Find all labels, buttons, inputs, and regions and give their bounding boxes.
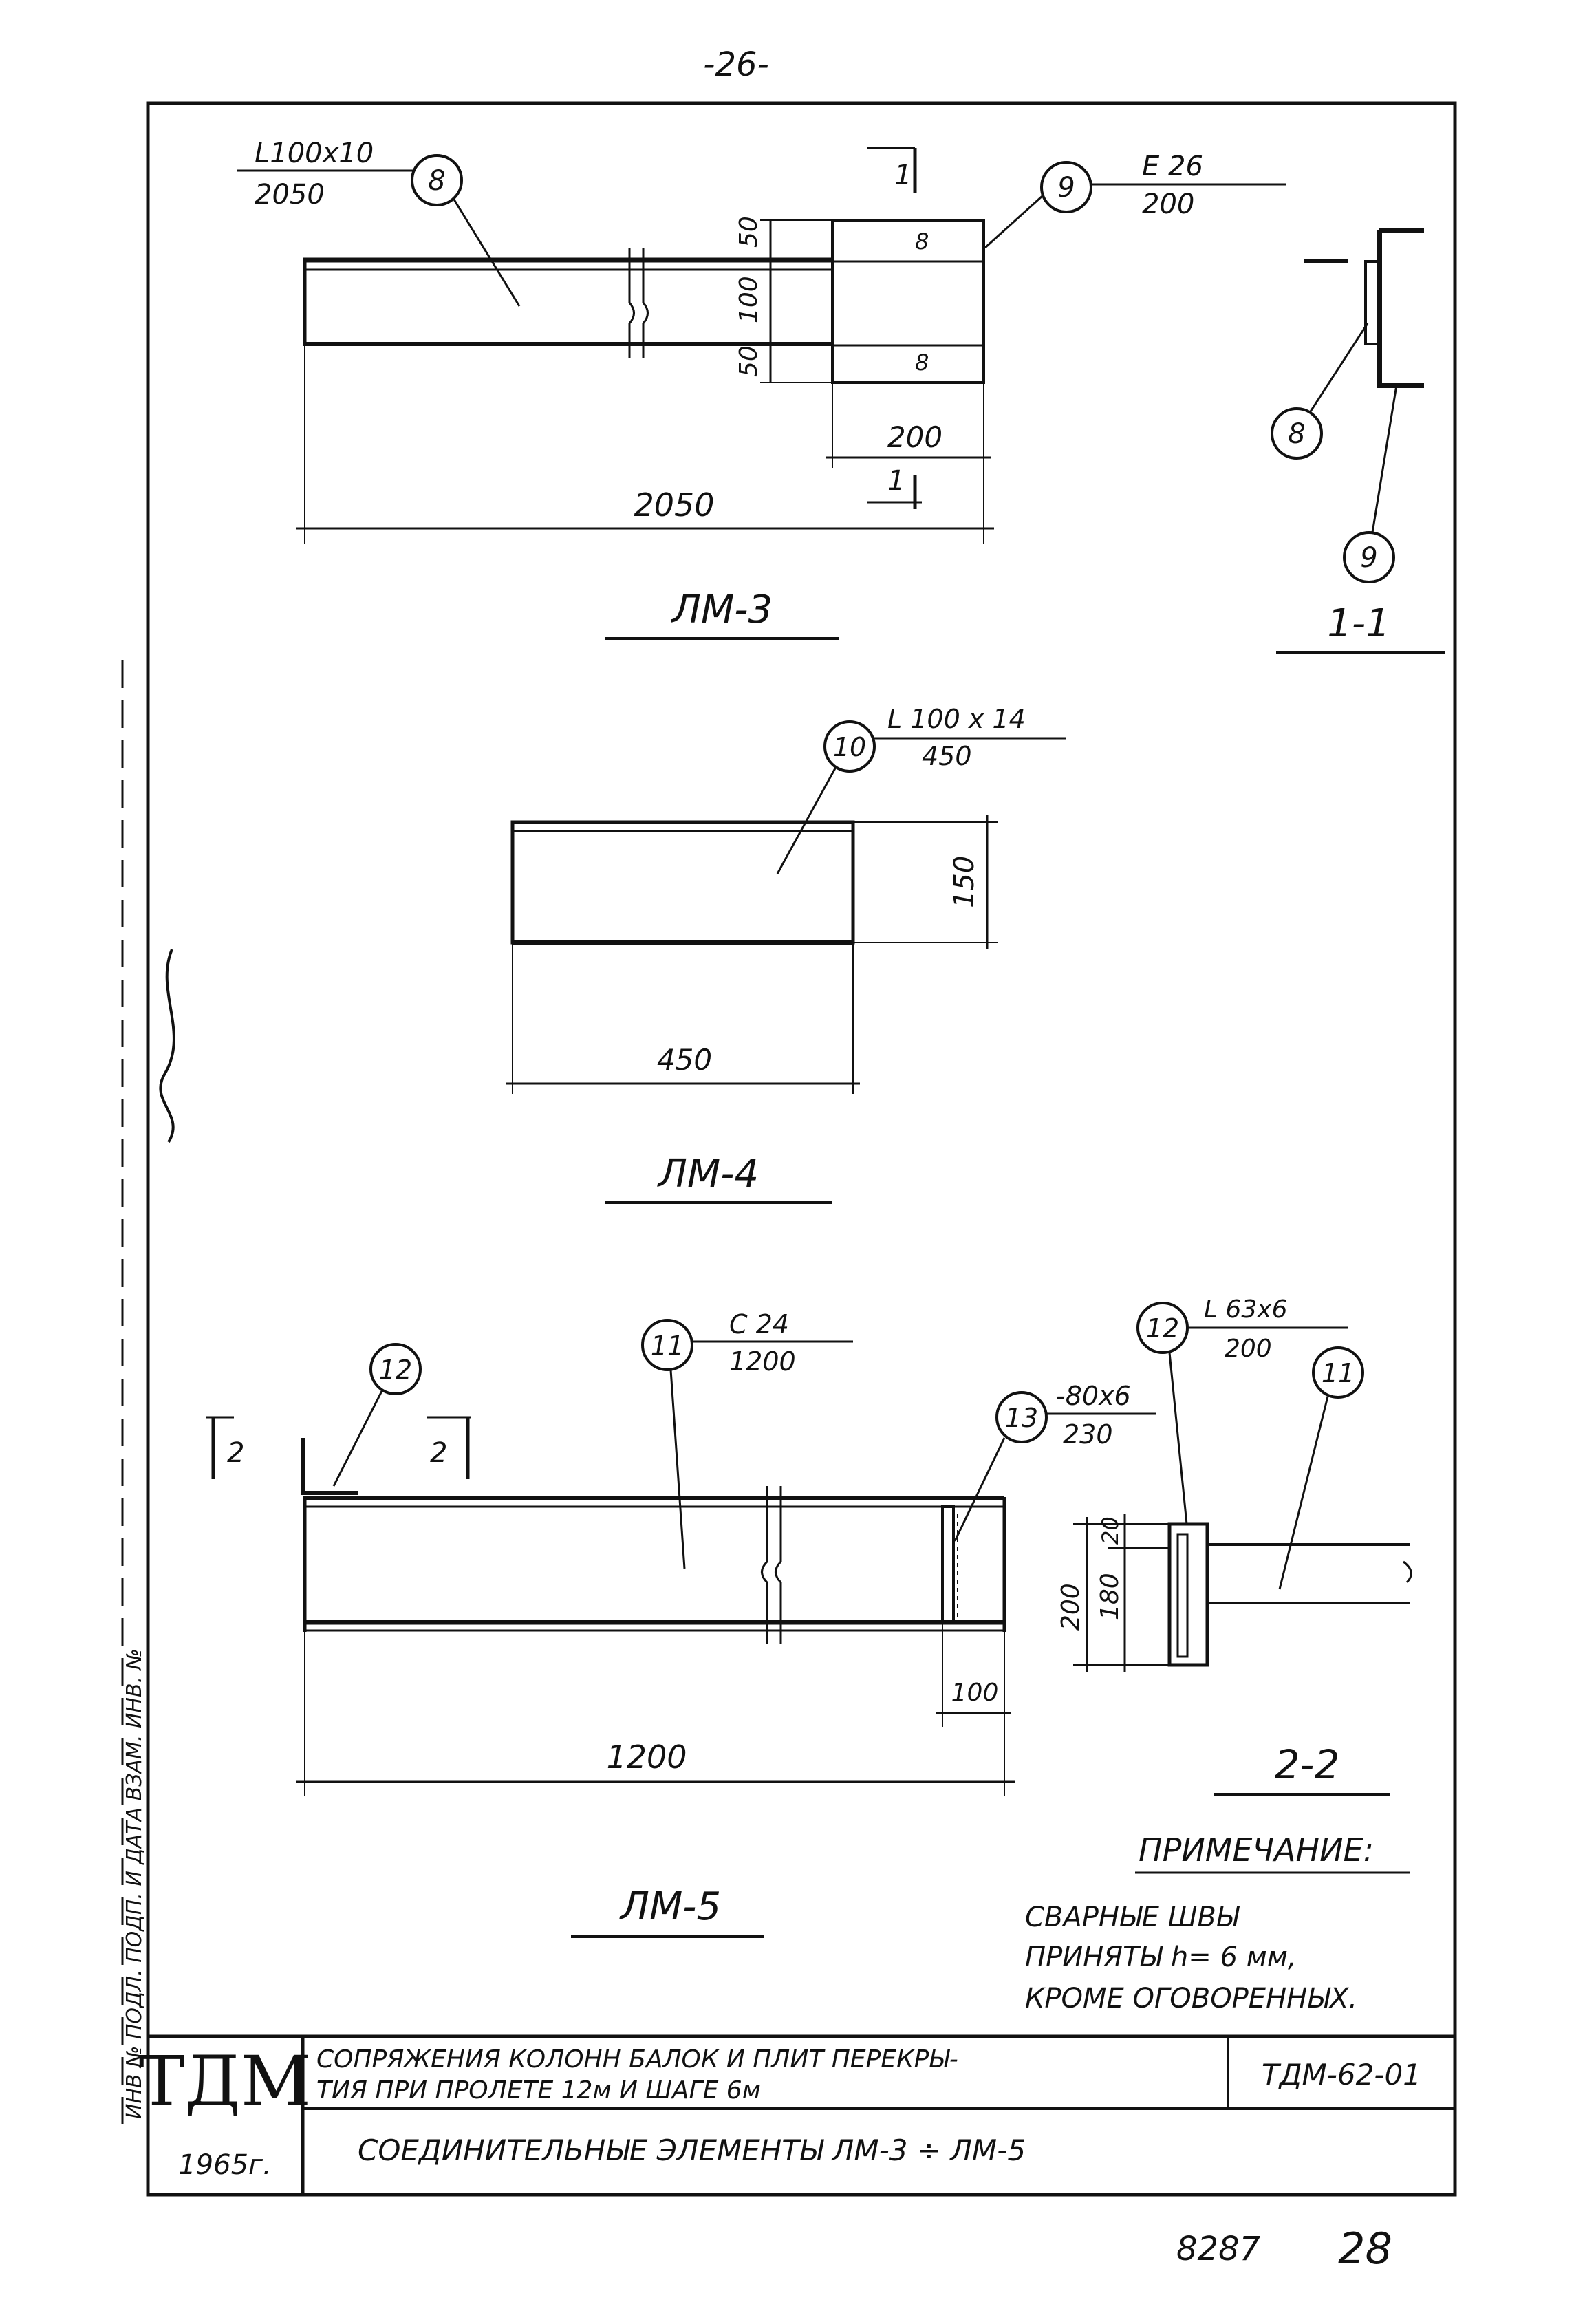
sec11-mark-8-circle — [1271, 407, 1323, 460]
sec22-dim-200: 200 — [1057, 1583, 1085, 1631]
lm4-title: ЛМ-4 — [657, 1152, 759, 1196]
lm5-mark-11-circle — [641, 1319, 693, 1371]
lm5-mark-13-circle — [995, 1391, 1048, 1443]
title-subtitle: СОЕДИНИТЕЛЬНЫЕ ЭЛЕМЕНТЫ ЛМ-3 ÷ ЛМ-5 — [358, 2133, 1026, 2167]
lm5-title: ЛМ-5 — [619, 1884, 721, 1929]
margin-text: ИНВ № ПОДЛ. ПОДП. И ДАТА ВЗАМ. ИНВ. № — [122, 1648, 147, 2119]
lm5-plate-spec: -80x6 — [1056, 1381, 1131, 1411]
lm3-channel-spec: E 26 — [1142, 151, 1203, 182]
lm4-drawing: 10 L 100 x 14 450 150 450 ЛМ-4 — [506, 704, 1066, 1204]
lm3-title: ЛМ-3 — [671, 588, 773, 632]
sec22-angle-spec: L 63x6 — [1204, 1295, 1288, 1324]
lm3-weld-8a: 8 — [915, 228, 929, 255]
sec22-angle-len: 200 — [1225, 1335, 1272, 1363]
lm5-cut-label-left: 2 — [227, 1437, 244, 1469]
lm3-angle-spec: L100x10 — [255, 138, 374, 169]
lm4-dim-450: 450 — [657, 1043, 712, 1077]
lm3-angle-len: 2050 — [255, 179, 325, 211]
lm5-mark-12-circle — [369, 1343, 422, 1395]
lm3-weld-8b: 8 — [915, 349, 929, 376]
sec11-mark-9: 9 — [1360, 542, 1377, 574]
note-heading: ПРИМЕЧАНИЕ: — [1139, 1831, 1374, 1869]
lm5-mark-12: 12 — [379, 1355, 412, 1385]
sec22-mark-12: 12 — [1146, 1313, 1179, 1344]
lm3-mark-9: 9 — [1057, 172, 1075, 204]
section-1-1: 8 9 1-1 — [1271, 228, 1445, 654]
lm5-channel-spec: C 24 — [729, 1309, 789, 1339]
lm3-cut-label-top: 1 — [894, 160, 912, 191]
lm3-drawing: L100x10 2050 8 8 8 1 1 9 E 26 200 — [237, 138, 1286, 640]
sheet-frame — [146, 101, 1457, 2197]
lm4-mark-10-circle — [823, 720, 876, 773]
lm3-dim-100: 100 — [735, 276, 763, 323]
title-desc-line1: СОПРЯЖЕНИЯ КОЛОНН БАЛОК И ПЛИТ ПЕРЕКРЫ- — [316, 2045, 958, 2074]
lm5-dim-1200: 1200 — [606, 1739, 687, 1776]
section-2-2: 12 L 63x6 200 11 20 180 200 2-2 — [1057, 1295, 1412, 1796]
lm4-angle-len: 450 — [922, 741, 972, 771]
note-line3: КРОМЕ ОГОВОРЕННЫХ. — [1025, 1983, 1357, 2014]
lm3-dim-50-top: 50 — [735, 216, 763, 248]
footer-sheet: 28 — [1338, 2224, 1392, 2274]
sec22-title: 2-2 — [1275, 1741, 1340, 1788]
sec11-title: 1-1 — [1327, 601, 1390, 646]
note-block: ПРИМЕЧАНИЕ: СВАРНЫЕ ШВЫ ПРИНЯТЫ h= 6 мм,… — [1025, 1831, 1410, 2014]
lm5-dim-100: 100 — [951, 1679, 999, 1707]
lm4-mark-10: 10 — [833, 732, 866, 762]
note-line1: СВАРНЫЕ ШВЫ — [1025, 1902, 1240, 1933]
lm3-mark-8-circle — [411, 154, 463, 206]
lm4-angle-spec: L 100 x 14 — [887, 704, 1026, 734]
footer-inv-number: 8287 — [1176, 2230, 1261, 2268]
page-number: -26- — [703, 45, 769, 84]
sec22-mark-11: 11 — [1322, 1358, 1355, 1388]
title-code: ТДМ-62-01 — [1262, 2058, 1421, 2091]
sec22-mark-11-circle — [1312, 1346, 1364, 1399]
margin-stamp: ИНВ № ПОДЛ. ПОДП. И ДАТА ВЗАМ. ИНВ. № — [121, 660, 175, 2126]
lm3-cut-label-bottom: 1 — [887, 465, 905, 497]
note-line2: ПРИНЯТЫ h= 6 мм, — [1025, 1941, 1297, 1973]
title-year: 1965г. — [178, 2149, 272, 2181]
lm3-channel-len: 200 — [1142, 189, 1194, 220]
lm5-cut-label-right: 2 — [430, 1437, 447, 1469]
sec22-dim-20: 20 — [1097, 1516, 1123, 1545]
sec22-dim-180: 180 — [1096, 1573, 1124, 1620]
sec11-mark-8: 8 — [1288, 418, 1305, 450]
lm3-dim-2050: 2050 — [634, 486, 714, 524]
lm3-dim-50-bot: 50 — [735, 345, 763, 377]
sec11-mark-9-circle — [1343, 531, 1395, 583]
lm5-drawing: 2 2 12 11 C 24 1200 13 -80x6 230 — [206, 1309, 1156, 1938]
lm5-plate-len: 230 — [1063, 1419, 1113, 1450]
lm5-mark-13: 13 — [1005, 1403, 1038, 1433]
lm5-mark-11: 11 — [651, 1331, 684, 1361]
title-logo: ТДМ — [139, 2041, 311, 2122]
title-desc-line2: ТИЯ ПРИ ПРОЛЕТЕ 12м И ШАГЕ 6м — [316, 2076, 761, 2105]
lm3-mark-9-circle — [1040, 161, 1092, 213]
lm3-dim-200: 200 — [887, 420, 942, 454]
lm3-mark-8: 8 — [428, 165, 445, 197]
title-block: ТДМ 1965г. СОПРЯЖЕНИЯ КОЛОНН БАЛОК И ПЛИ… — [139, 2034, 1455, 2195]
lm5-channel-len: 1200 — [729, 1346, 796, 1377]
lm4-dim-150: 150 — [949, 856, 980, 908]
